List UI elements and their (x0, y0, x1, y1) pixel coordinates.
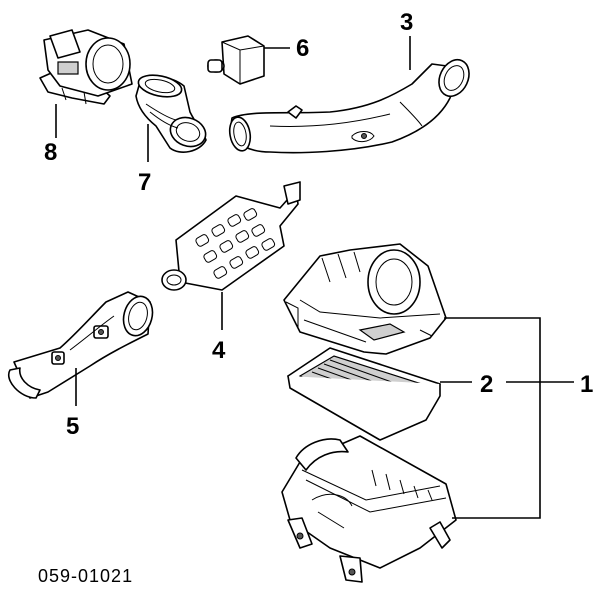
air-filter-element-icon (287, 347, 441, 441)
air-cleaner-assembly-icon (283, 243, 447, 355)
callout-5: 5 (66, 413, 79, 440)
callout-2: 2 (480, 371, 493, 398)
drawing-number: 059-01021 (38, 566, 133, 586)
callout-6: 6 (296, 35, 309, 62)
intake-air-duct-icon (228, 58, 470, 154)
mass-air-flow-sensor-icon (39, 29, 133, 105)
intake-hose-icon (7, 291, 154, 399)
air-cleaner-case-icon (281, 435, 457, 583)
resonator-icon (161, 181, 301, 291)
cap-icon (207, 35, 265, 85)
callout-7: 7 (138, 169, 151, 196)
callout-3: 3 (400, 9, 413, 36)
callout-4: 4 (212, 337, 226, 364)
callout-1: 1 (580, 371, 593, 398)
callout-8: 8 (44, 139, 57, 166)
hose-elbow-icon (135, 74, 207, 153)
